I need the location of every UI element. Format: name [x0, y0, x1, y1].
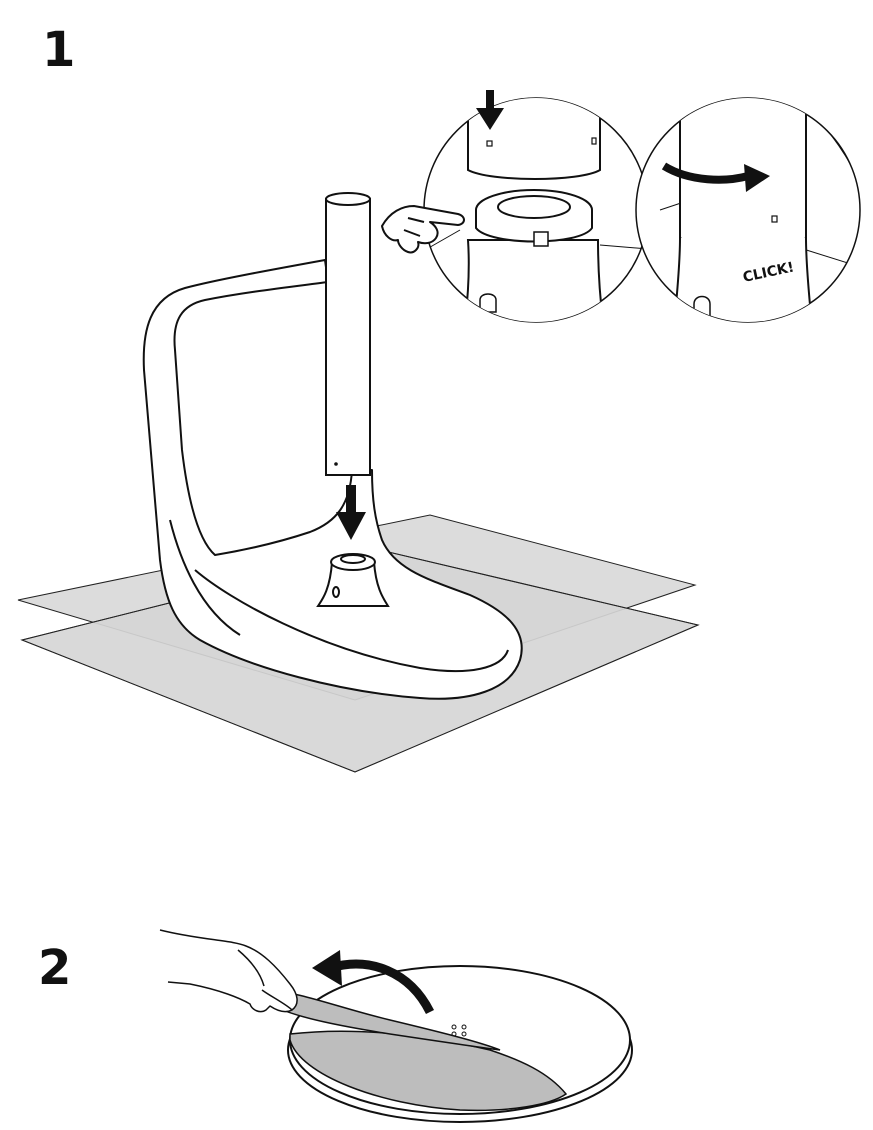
disc-base [287, 965, 633, 1123]
base-receptacle [316, 553, 390, 607]
hand-icon [159, 929, 298, 1013]
step-2-number: 2 [38, 940, 72, 996]
chair-base-frame [142, 259, 523, 700]
rotate-arrow-icon [661, 162, 770, 192]
down-arrow-detail-icon [476, 90, 504, 130]
detail-circle-insert [423, 90, 649, 323]
peel-arrow-icon [312, 950, 435, 1015]
column-tube [325, 192, 371, 476]
step-1-number: 1 [42, 22, 76, 78]
detail-circle-click: CLICK! [635, 97, 861, 323]
down-arrow-icon [336, 485, 366, 540]
protective-film [266, 989, 501, 1051]
pointing-hand-icon [381, 205, 465, 254]
